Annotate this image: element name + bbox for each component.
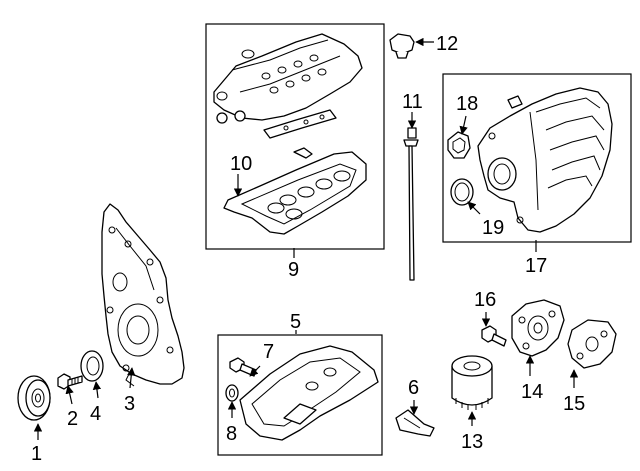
front-seal-part [80,350,104,382]
callout-11: 11 [402,91,423,113]
pulley-bolt-part [57,373,83,390]
callout-9: 9 [288,259,299,281]
callout-labels: 1 2 3 4 5 6 7 8 9 10 11 12 13 14 15 16 1… [31,33,585,465]
adapter-gasket-part [567,319,617,369]
valve-cover-gasket-part [223,151,367,235]
callout-17: 17 [525,255,547,277]
callout-18: 18 [456,93,478,115]
oil-filter-part [451,355,493,410]
callout-2: 2 [67,408,78,430]
manifold-o-ring-part [450,178,474,206]
manifold-gasket-part [447,131,471,159]
intake-manifold-part [477,87,613,233]
callout-16: 16 [474,289,496,311]
group-box-valve-cover [205,23,385,250]
callout-6: 6 [408,377,419,399]
oil-filter-adapter-part [511,299,565,357]
valve-cover-seal-parts [216,109,337,159]
drain-plug-part [229,357,257,377]
oil-pan-part [239,345,379,441]
group-box-oil-pan [217,334,383,456]
oil-filler-cap-part [389,33,415,59]
valve-cover-part [213,33,363,121]
callout-1: 1 [31,443,42,465]
callout-10: 10 [230,153,252,175]
callout-19: 19 [482,217,504,239]
callout-7: 7 [263,341,274,363]
callout-5: 5 [290,311,301,333]
drain-plug-washer-part [225,384,239,402]
callout-14: 14 [521,381,543,403]
callout-4: 4 [90,403,101,425]
adapter-bolt-part [481,325,507,347]
callout-leaders [33,37,579,440]
dipstick-part [403,127,419,281]
callout-12: 12 [436,33,458,55]
callout-8: 8 [226,423,237,445]
callout-13: 13 [461,431,483,453]
group-box-intake-manifold [442,73,632,243]
oil-pickup-part [395,409,435,437]
timing-cover-part [101,203,185,387]
callout-3: 3 [124,393,135,415]
callout-15: 15 [563,393,585,415]
crank-pulley-part [17,375,51,421]
